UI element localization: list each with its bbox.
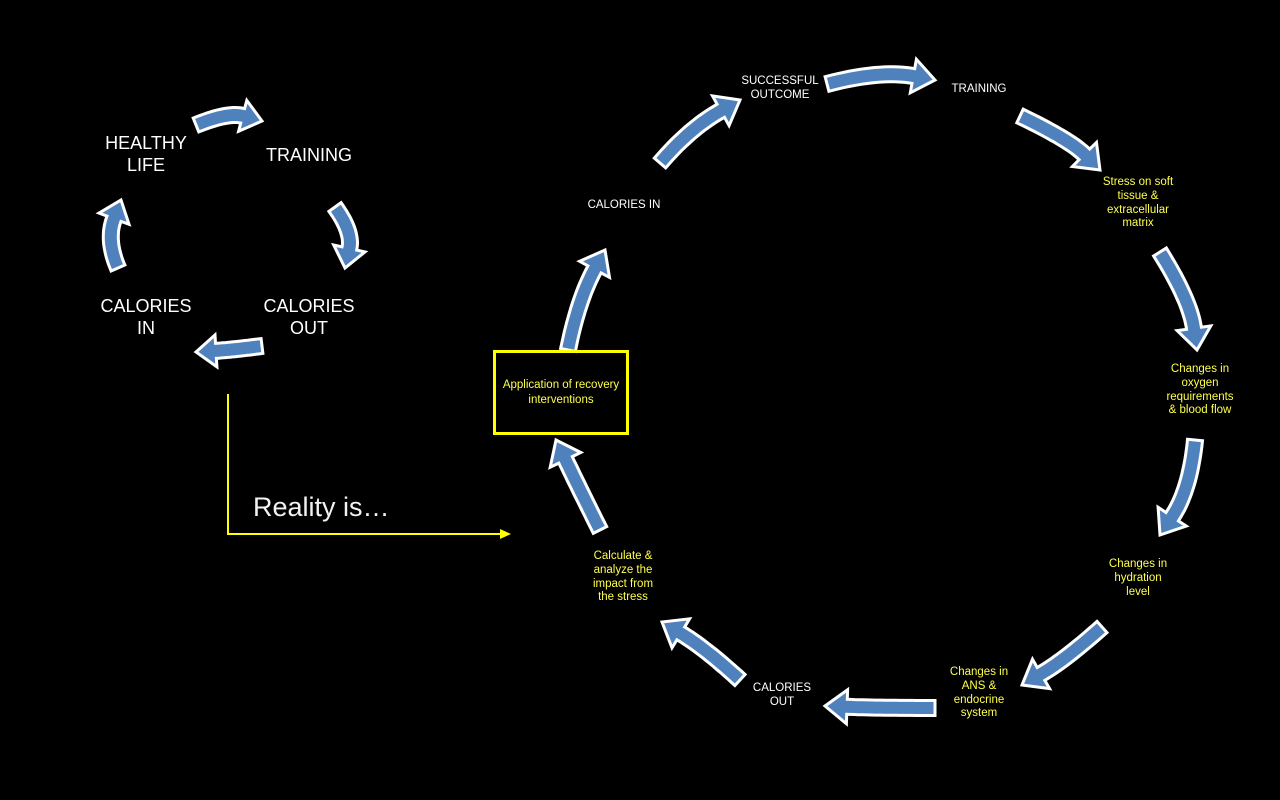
reality-is-label: Reality is… (253, 492, 390, 522)
complex-arrow-calculate-impact-to-recovery-interventions (548, 437, 609, 536)
reality-connector-arrowhead-icon (500, 529, 511, 539)
simple-arrow-calories-out-to-calories-in (193, 331, 265, 370)
complex-node-successful-outcome: SUCCESSFUL OUTCOME (741, 75, 819, 101)
simple-node-training: TRAINING (265, 145, 352, 165)
reality-connector-line (227, 394, 500, 535)
simple-cycle-arrows (95, 97, 369, 370)
complex-arrow-calories-out-to-calculate-impact (659, 616, 748, 688)
complex-arrow-calories-in-to-successful-outcome (652, 93, 743, 171)
simple-arrow-healthy-life-to-training (191, 97, 265, 134)
complex-node-calculate-impact: Calculate & analyze the impact from the … (592, 550, 654, 604)
complex-node-oxygen-blood-flow: Changes in oxygen requirements & blood f… (1166, 363, 1234, 417)
complex-arrow-hydration-level-to-ans-endocrine (1019, 619, 1110, 691)
reality-connector (227, 394, 511, 539)
simple-node-calories-in: CALORIES IN (100, 296, 192, 338)
complex-node-stress-soft-tissue: Stress on soft tissue & extracellular ma… (1102, 176, 1174, 230)
complex-arrow-oxygen-blood-flow-to-hydration-level (1156, 437, 1205, 538)
complex-node-ans-endocrine: Changes in ANS & endocrine system (949, 666, 1009, 720)
recovery-interventions-text: Application of recovery interventions (502, 378, 620, 406)
complex-arrow-successful-outcome-to-training (823, 56, 938, 96)
simple-node-healthy-life: HEALTHY LIFE (105, 133, 187, 175)
complex-node-hydration-level: Changes in hydration level (1108, 558, 1168, 598)
complex-cycle-arrows (548, 56, 1214, 727)
complex-node-recovery-interventions: Application of recovery interventions (493, 350, 629, 435)
simple-arrow-calories-in-to-healthy-life (95, 197, 132, 273)
complex-arrow-stress-soft-tissue-to-oxygen-blood-flow (1151, 245, 1214, 353)
complex-node-training: TRAINING (951, 83, 1007, 95)
complex-node-calories-in: CALORIES IN (587, 199, 661, 211)
complex-arrow-recovery-interventions-to-calories-in (558, 247, 612, 354)
simple-arrow-training-to-calories-out (326, 200, 369, 271)
complex-arrow-training-to-stress-soft-tissue (1014, 107, 1102, 172)
complex-node-calories-out: CALORIES OUT (752, 682, 812, 708)
complex-arrow-ans-endocrine-to-calories-out (822, 686, 937, 727)
simple-node-calories-out: CALORIES OUT (263, 296, 355, 338)
